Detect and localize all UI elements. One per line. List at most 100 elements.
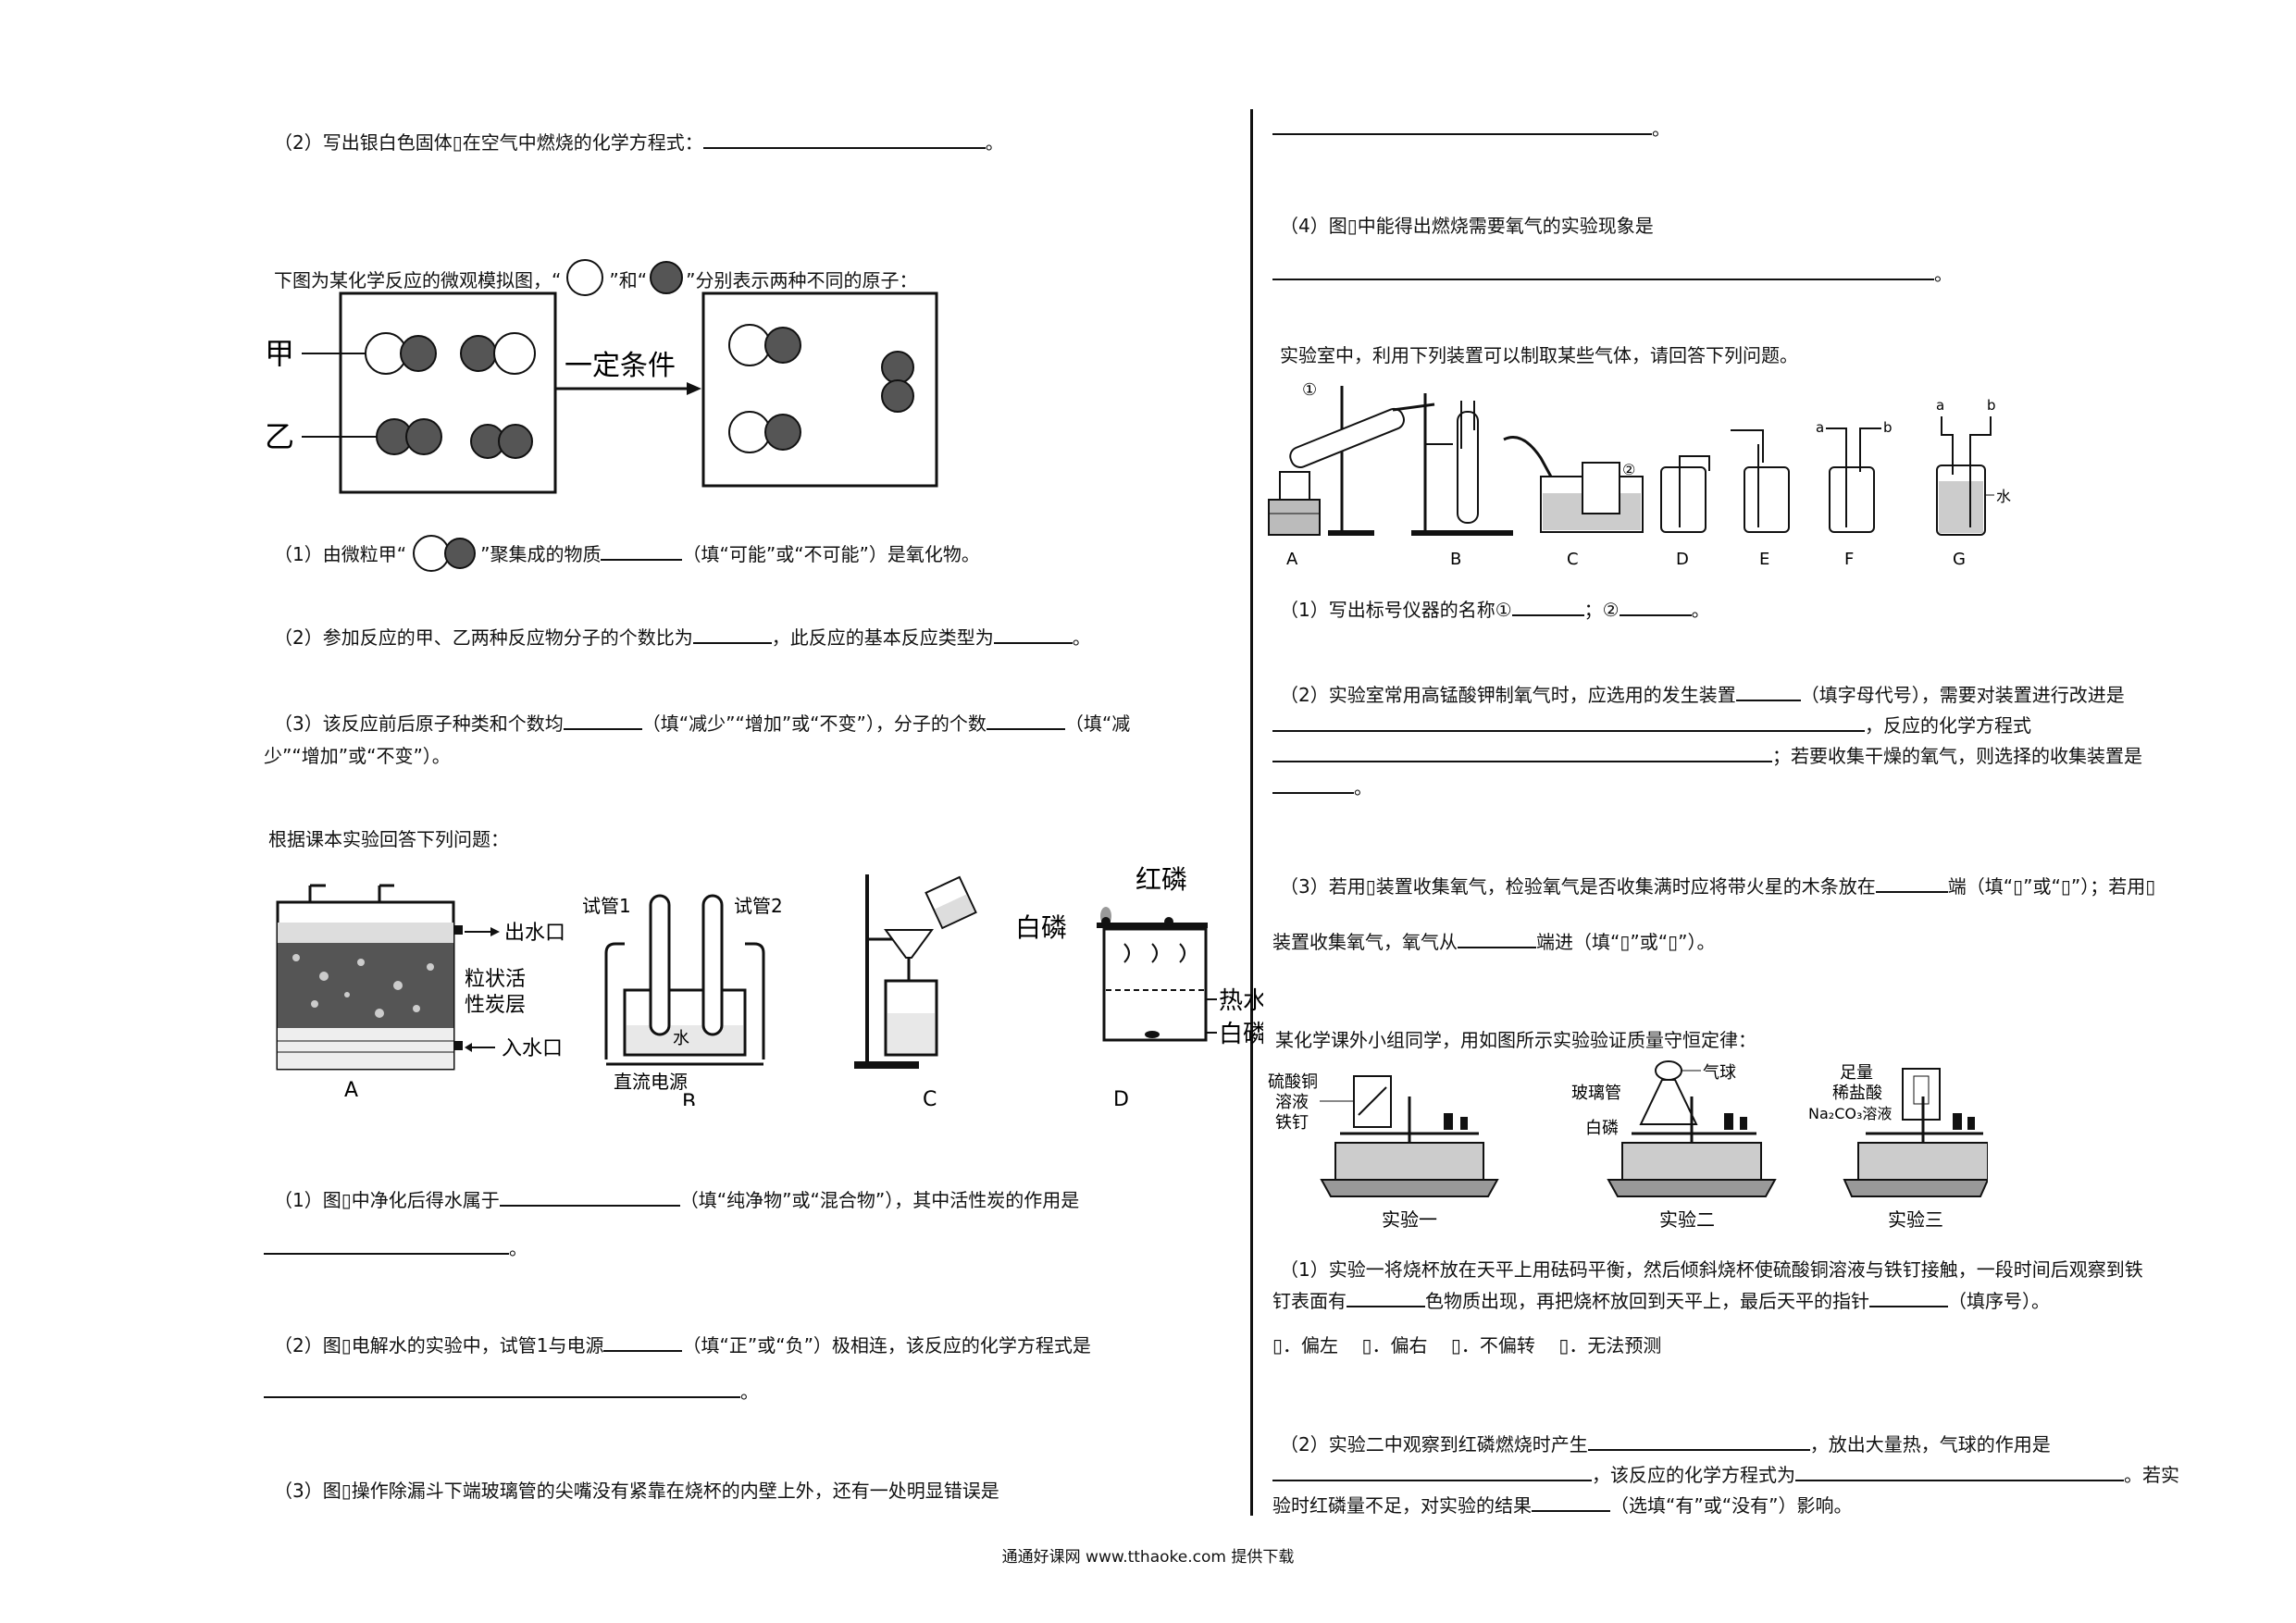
svg-text:a: a bbox=[1936, 397, 1944, 414]
svg-text:粒状活: 粒状活 bbox=[465, 968, 526, 991]
svg-text:稀盐酸: 稀盐酸 bbox=[1832, 1084, 1882, 1103]
answer-blank[interactable] bbox=[1875, 874, 1948, 893]
answer-blank[interactable] bbox=[1272, 713, 1865, 732]
svg-text:实验一: 实验一 bbox=[1382, 1208, 1437, 1231]
svg-text:F: F bbox=[1844, 550, 1854, 569]
figure-a-purifier: 出水口 粒状活 性炭层 入水口 A bbox=[276, 884, 565, 1102]
answer-blank[interactable] bbox=[563, 712, 642, 730]
answer-blank[interactable] bbox=[1869, 1289, 1948, 1307]
question-mg-combustion: （2）写出银白色固体▯在空气中燃烧的化学方程式：。 bbox=[274, 130, 1004, 154]
lab-question-2-line4: 。 bbox=[1272, 774, 1372, 800]
svg-text:红磷: 红磷 bbox=[1136, 864, 1187, 895]
mass-question-2-line3: 验时红磷量不足，对实验的结果（选填“有”或“没有”）影响。 bbox=[1272, 1493, 1853, 1517]
svg-text:D: D bbox=[1676, 550, 1689, 569]
svg-text:E: E bbox=[1759, 550, 1769, 569]
answer-blank[interactable] bbox=[1458, 930, 1536, 948]
missing-glyph-icon: ▯ bbox=[1347, 215, 1358, 237]
lab-question-2-line2: ，反应的化学方程式 bbox=[1272, 712, 2031, 738]
svg-text:足量: 足量 bbox=[1840, 1063, 1873, 1083]
figure-c-filtration: C bbox=[854, 874, 977, 1110]
label-yi: 乙 bbox=[265, 419, 294, 454]
answer-blank[interactable] bbox=[1272, 117, 1652, 135]
svg-text:直流电源: 直流电源 bbox=[614, 1071, 688, 1093]
answer-blank[interactable] bbox=[1587, 1432, 1810, 1451]
answer-blank[interactable] bbox=[1532, 1493, 1610, 1512]
apparatus-g: a b 水 G bbox=[1936, 397, 2011, 569]
answer-blank[interactable] bbox=[1619, 598, 1692, 616]
apparatus-a: ① A bbox=[1268, 380, 1435, 569]
answer-blank[interactable] bbox=[1272, 744, 1772, 762]
answer-blank[interactable] bbox=[264, 1236, 509, 1255]
svg-text:白磷: 白磷 bbox=[1219, 1021, 1263, 1048]
page-footer: 通通好课网 www.tthaoke.com 提供下载 bbox=[1001, 1548, 1295, 1567]
missing-glyph-icon: ▯ bbox=[2013, 875, 2024, 898]
mass-conservation-figure: 硫酸铜 溶液 铁钉 实验一 玻璃管 白磷 气球 实验二 足量 稀盐酸 Na₂CO… bbox=[1268, 1060, 1988, 1231]
option-3[interactable]: ▯．不偏转 bbox=[1450, 1334, 1535, 1357]
textbook-question-1: （1）图▯中净化后得水属于（填“纯净物”或“混合物”），其中活性炭的作用是 bbox=[274, 1188, 1080, 1211]
missing-glyph-icon: ▯ bbox=[341, 1480, 352, 1502]
mass-question-1: （1）实验一将烧杯放在天平上用砝码平衡，然后倾斜烧杯使硫酸铜溶液与铁钉接触，一段… bbox=[1280, 1258, 2143, 1281]
answer-blank[interactable] bbox=[1795, 1463, 2124, 1481]
answer-blank[interactable] bbox=[1735, 683, 1801, 701]
missing-glyph-icon: ▯ bbox=[1361, 1334, 1372, 1357]
svg-text:b: b bbox=[1883, 419, 1893, 436]
svg-text:气球: 气球 bbox=[1703, 1063, 1736, 1083]
figure-d-combustion: 红磷 白磷 热水 白磷 D bbox=[1015, 864, 1263, 1110]
experiment-2: 玻璃管 白磷 气球 实验二 bbox=[1571, 1060, 1777, 1231]
answer-blank[interactable] bbox=[264, 1380, 740, 1398]
answer-blank[interactable] bbox=[1272, 1463, 1592, 1481]
lab-intro: 实验室中，利用下列装置可以制取某些气体，请回答下列问题。 bbox=[1280, 344, 1798, 366]
option-4[interactable]: ▯．无法预测 bbox=[1558, 1334, 1662, 1357]
micro-intro: 下图为某化学反应的微观模拟图，“”和“”分别表示两种不同的原子： bbox=[274, 259, 917, 298]
missing-glyph-icon: ▯ bbox=[452, 131, 463, 154]
svg-text:白磷: 白磷 bbox=[1585, 1119, 1619, 1138]
mass-question-2: （2）实验二中观察到红磷燃烧时产生，放出大量热，气球的作用是 bbox=[1280, 1432, 2051, 1456]
white-atom-icon bbox=[566, 259, 604, 296]
mass-options: ▯．偏左 ▯．偏右 ▯．不偏转 ▯．无法预测 bbox=[1272, 1332, 1661, 1358]
textbook-question-2: （2）图▯电解水的实验中，试管1与电源（填“正”或“负”）极相连，该反应的化学方… bbox=[274, 1333, 1091, 1357]
option-1[interactable]: ▯．偏左 bbox=[1272, 1334, 1339, 1357]
svg-text:C: C bbox=[923, 1088, 937, 1110]
svg-text:硫酸铜: 硫酸铜 bbox=[1268, 1072, 1318, 1092]
question-4-cont: 。 bbox=[1272, 261, 1953, 287]
answer-blank[interactable] bbox=[1272, 262, 1934, 280]
svg-text:玻璃管: 玻璃管 bbox=[1571, 1084, 1621, 1103]
answer-blank[interactable] bbox=[601, 542, 683, 561]
missing-glyph-icon: ▯ bbox=[1450, 1334, 1461, 1357]
svg-text:C: C bbox=[1567, 550, 1579, 569]
figure-b-electrolysis: 试管1 试管2 水 直流电源 B bbox=[582, 894, 783, 1106]
experiment-1: 硫酸铜 溶液 铁钉 实验一 bbox=[1268, 1072, 1499, 1231]
answer-blank[interactable] bbox=[1347, 1289, 1425, 1307]
missing-glyph-icon: ▯ bbox=[2060, 875, 2071, 898]
svg-text:水: 水 bbox=[673, 1029, 689, 1048]
apparatus-d: D bbox=[1660, 455, 1710, 569]
micro-question-3-cont: 少”“增加”或“不变”）。 bbox=[264, 745, 451, 767]
reactants-box bbox=[339, 291, 557, 494]
lab-question-1: （1）写出标号仪器的名称①；②。 bbox=[1280, 598, 1710, 621]
missing-glyph-icon: ▯ bbox=[1668, 931, 1679, 953]
answer-blank[interactable] bbox=[499, 1188, 680, 1207]
answer-blank[interactable] bbox=[986, 712, 1065, 730]
missing-glyph-icon: ▯ bbox=[341, 1189, 352, 1211]
svg-text:①: ① bbox=[1302, 380, 1317, 400]
answer-blank[interactable] bbox=[702, 130, 986, 149]
mass-question-1-cont: 钉表面有色物质出现，再把烧杯放回到天平上，最后天平的指针（填序号）。 bbox=[1272, 1289, 2050, 1312]
missing-glyph-icon: ▯ bbox=[1272, 1334, 1284, 1357]
answer-blank[interactable] bbox=[993, 626, 1073, 644]
svg-text:试管2: 试管2 bbox=[734, 895, 783, 917]
svg-text:G: G bbox=[1953, 550, 1966, 569]
svg-text:Na₂CO₃溶液: Na₂CO₃溶液 bbox=[1808, 1105, 1892, 1122]
svg-text:性炭层: 性炭层 bbox=[465, 994, 526, 1017]
lab-question-2: （2）实验室常用高锰酸钾制氧气时，应选用的发生装置（填字母代号），需要对装置进行… bbox=[1280, 683, 2125, 706]
svg-text:②: ② bbox=[1622, 461, 1635, 478]
answer-blank[interactable] bbox=[603, 1333, 683, 1352]
answer-blank[interactable] bbox=[1272, 775, 1354, 794]
answer-blank[interactable] bbox=[1511, 598, 1584, 616]
answer-blank[interactable] bbox=[692, 626, 772, 644]
option-2[interactable]: ▯．偏右 bbox=[1361, 1334, 1428, 1357]
svg-text:B: B bbox=[1450, 550, 1461, 569]
mass-intro: 某化学课外小组同学，用如图所示实验验证质量守恒定律： bbox=[1275, 1029, 1756, 1051]
micro-reaction-diagram: 甲 乙 一定条件 bbox=[265, 291, 938, 494]
svg-text:D: D bbox=[1113, 1088, 1129, 1110]
lab-question-3: （3）若用▯装置收集氧气，检验氧气是否收集满时应将带火星的木条放在端（填“▯”或… bbox=[1280, 874, 2156, 898]
